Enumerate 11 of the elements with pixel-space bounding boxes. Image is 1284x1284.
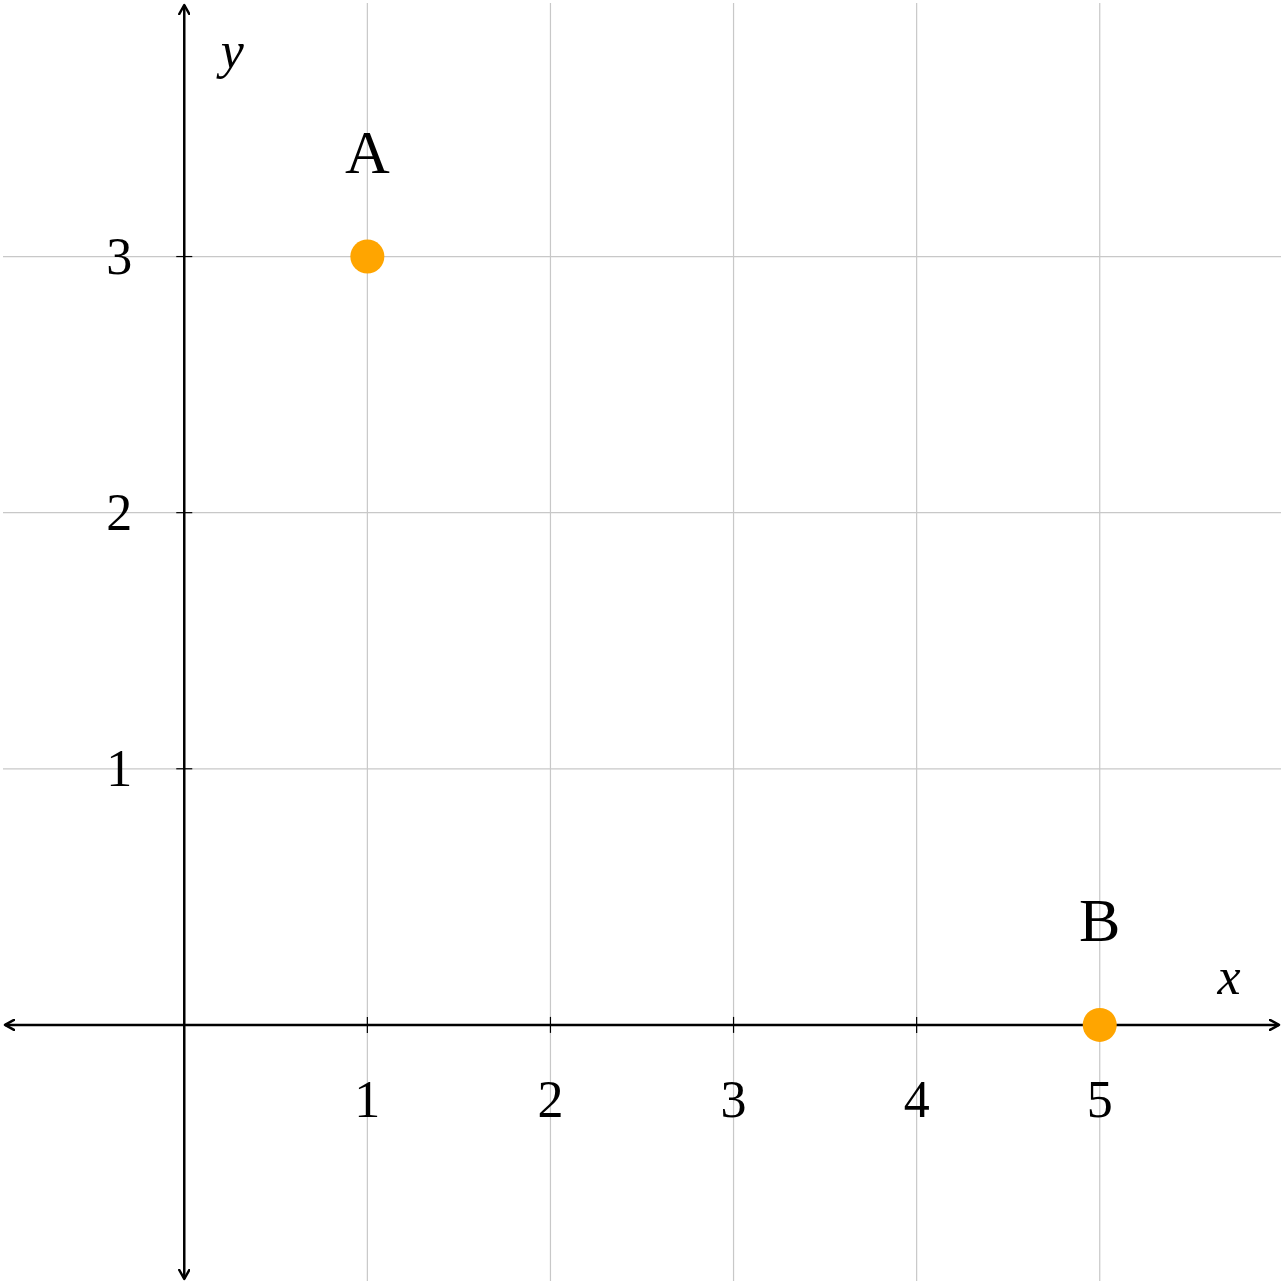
tick-label: 2 [537, 1073, 564, 1126]
tick-label: 5 [1086, 1073, 1113, 1126]
point-label: A [344, 120, 390, 183]
axis-label: x [1217, 950, 1241, 1003]
point-label: B [1079, 888, 1121, 951]
tick-label: 1 [106, 742, 133, 795]
tick-label: 4 [903, 1073, 930, 1126]
tick-label: 3 [106, 230, 133, 283]
tick-label: 3 [720, 1073, 747, 1126]
tick-label: 2 [106, 486, 133, 539]
tick-label: 1 [354, 1073, 381, 1126]
